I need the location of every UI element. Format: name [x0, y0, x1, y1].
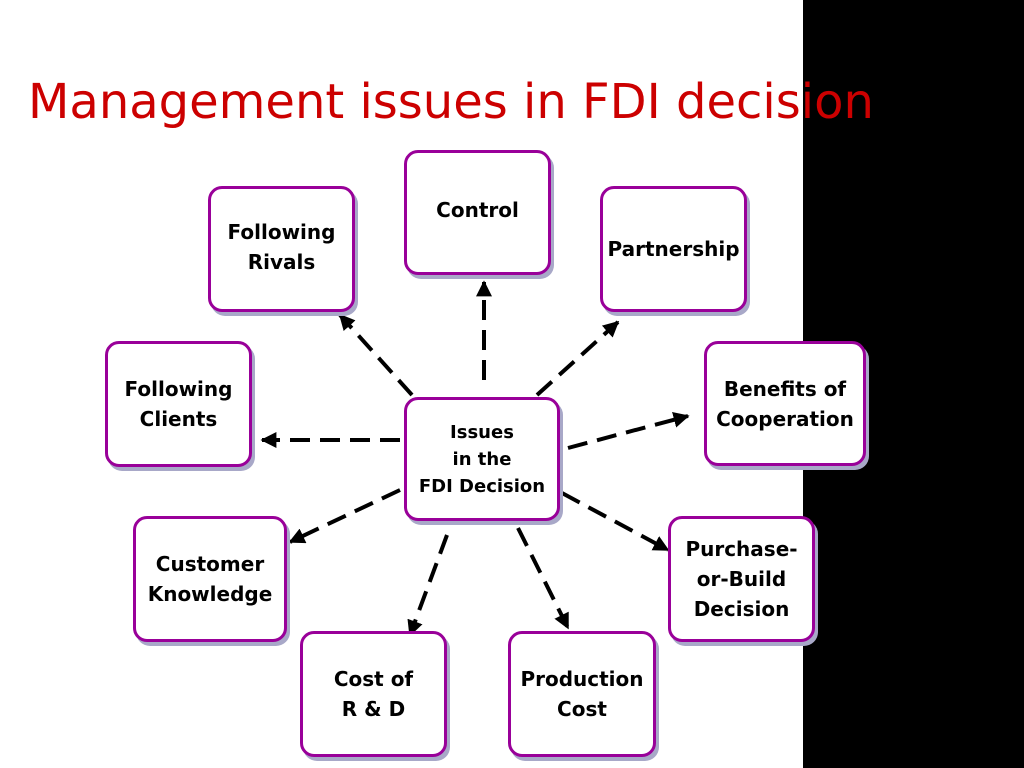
- node-following-clients: Following Clients: [105, 341, 252, 467]
- arrow-to-following-rivals: [338, 313, 414, 397]
- node-cost-of-rd: Cost of R & D: [300, 631, 447, 757]
- arrow-to-purchase-build: [561, 491, 670, 552]
- node-following-rivals: Following Rivals: [208, 186, 355, 312]
- node-partnership: Partnership: [600, 186, 747, 312]
- node-purchase-or-build: Purchase- or-Build Decision: [668, 516, 815, 642]
- node-benefits-of-cooperation: Benefits of Cooperation: [704, 341, 866, 466]
- node-rd-cost-label: Cost of R & D: [333, 667, 414, 721]
- center-node-label: Issues in the FDI Decision: [418, 421, 546, 497]
- node-control-label: Control: [436, 197, 519, 222]
- arrow-to-customer-knowledge: [288, 488, 401, 544]
- node-production-cost-label: Production Cost: [520, 667, 644, 721]
- arrow-to-partnership: [535, 320, 620, 397]
- node-following-clients-label: Following Clients: [124, 377, 233, 431]
- arrow-to-rd-cost: [407, 534, 449, 637]
- node-following-rivals-label: Following Rivals: [227, 220, 336, 274]
- center-node-fdi-issues: Issues in the FDI Decision: [404, 397, 560, 521]
- node-customer-knowledge: Customer Knowledge: [133, 516, 287, 642]
- node-benefits-label: Benefits of Cooperation: [716, 376, 854, 431]
- node-partnership-label: Partnership: [607, 237, 740, 261]
- node-production-cost: Production Cost: [508, 631, 656, 757]
- node-purchase-build-label: Purchase- or-Build Decision: [685, 537, 798, 621]
- arrow-to-benefits: [567, 411, 690, 450]
- slide-title: Management issues in FDI decision: [28, 74, 874, 130]
- node-control: Control: [404, 150, 551, 275]
- arrow-to-production-cost: [516, 527, 570, 630]
- node-customer-knowledge-label: Customer Knowledge: [147, 552, 273, 606]
